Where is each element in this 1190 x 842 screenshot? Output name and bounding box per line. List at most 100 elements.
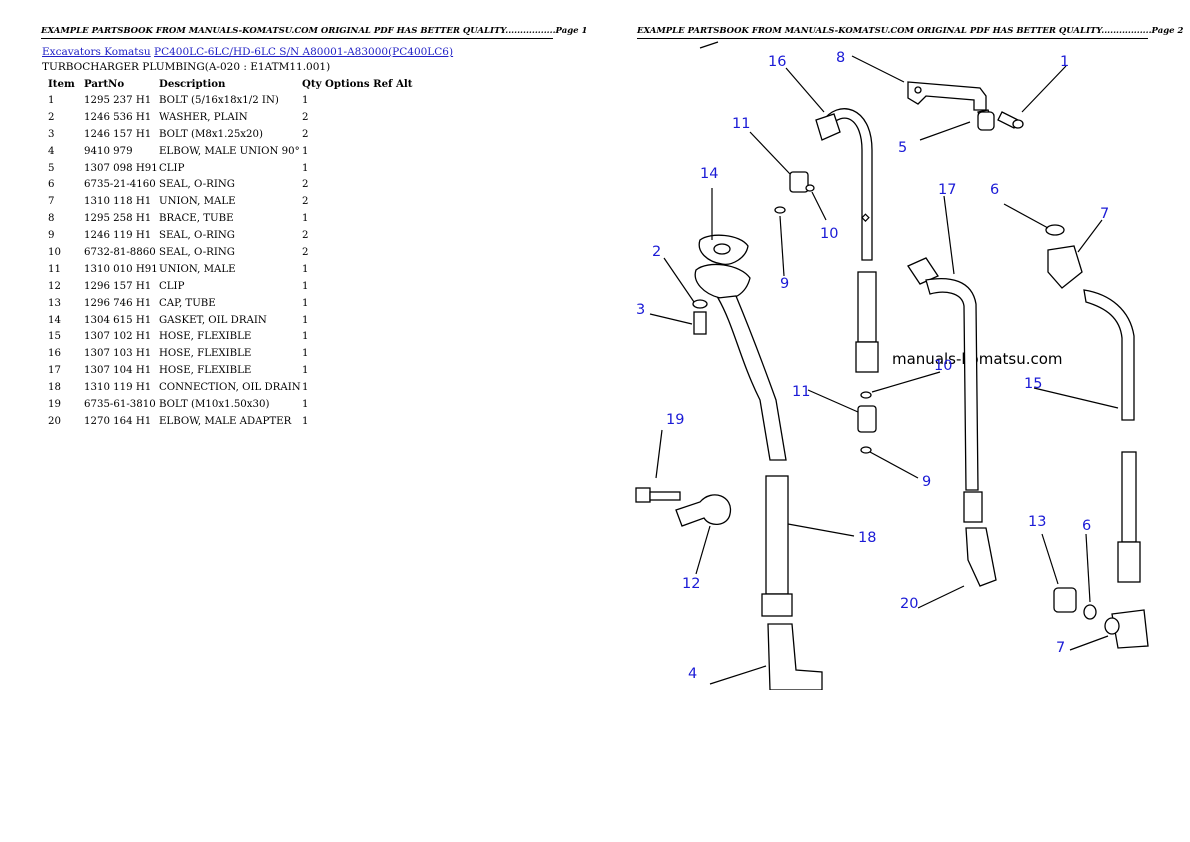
gasket-part-14 xyxy=(694,234,751,300)
cell-partno: 1307 098 H91 xyxy=(84,162,158,174)
callout-9-center: 9 xyxy=(922,474,931,490)
cell-partno: 1270 164 H1 xyxy=(84,415,152,427)
cell-partno: 1246 157 H1 xyxy=(84,128,152,140)
parts-diagram: manuals-komatsu.com ◆ xyxy=(635,41,1149,690)
breadcrumb-link-excavators[interactable]: Excavators Komatsu xyxy=(42,46,151,58)
cell-partno: 9410 979 xyxy=(84,145,133,157)
cell-item: 1 xyxy=(48,94,55,106)
cell-description: SEAL, O-RING xyxy=(159,179,235,191)
cell-qty: 1 xyxy=(302,297,309,309)
union-part-11-center xyxy=(857,391,877,454)
cell-description: GASKET, OIL DRAIN xyxy=(159,314,267,326)
callout-2: 2 xyxy=(652,244,661,260)
clip-part-5 xyxy=(977,111,995,131)
cell-partno: 1246 119 H1 xyxy=(84,230,152,242)
hose-part-15 xyxy=(1083,289,1141,583)
cell-partno: 6735-21-4160 xyxy=(84,179,156,191)
watermark-text: manuals-komatsu.com xyxy=(892,350,1063,368)
callout-10-center: 10 xyxy=(934,358,952,374)
callout-13: 13 xyxy=(1028,514,1046,530)
cell-qty: 2 xyxy=(302,111,309,123)
cell-qty: 1 xyxy=(302,382,309,394)
cell-item: 20 xyxy=(48,415,61,427)
cell-description: UNION, MALE xyxy=(159,196,236,208)
cell-qty: 1 xyxy=(302,162,309,174)
cell-description: ELBOW, MALE UNION 90° xyxy=(159,145,300,157)
callout-10-top: 10 xyxy=(820,226,838,242)
callout-7-top: 7 xyxy=(1100,206,1109,222)
callout-20: 20 xyxy=(900,596,918,612)
cap-tube-part-13 xyxy=(1053,587,1097,620)
cell-partno: 1304 615 H1 xyxy=(84,314,152,326)
cell-qty: 1 xyxy=(302,348,309,360)
cell-item: 5 xyxy=(48,162,55,174)
cell-qty: 1 xyxy=(302,145,309,157)
union-part-7-top xyxy=(1045,224,1083,289)
cell-qty: 1 xyxy=(302,415,309,427)
leader-lines xyxy=(649,55,1119,685)
callout-3: 3 xyxy=(636,302,645,318)
cell-qty: 2 xyxy=(302,246,309,258)
cell-item: 9 xyxy=(48,230,55,242)
bolt-part-3 xyxy=(693,311,707,335)
cell-description: BOLT (M10x1.50x30) xyxy=(159,398,270,410)
cell-qty: 1 xyxy=(302,94,309,106)
callout-7-bottom: 7 xyxy=(1056,640,1065,656)
cell-partno: 6735-61-3810 xyxy=(84,398,156,410)
svg-text:◆: ◆ xyxy=(862,213,869,223)
bolt-part-19 xyxy=(635,487,681,503)
cell-partno: 1295 258 H1 xyxy=(84,213,152,225)
cell-item: 3 xyxy=(48,128,55,140)
cell-qty: 1 xyxy=(302,331,309,343)
callout-18: 18 xyxy=(858,530,876,546)
callout-12: 12 xyxy=(682,576,700,592)
cell-qty: 1 xyxy=(302,213,309,225)
callout-11-top: 11 xyxy=(732,116,750,132)
oil-drain-connection-part-18 xyxy=(716,295,793,617)
cell-description: UNION, MALE xyxy=(159,263,236,275)
cell-item: 18 xyxy=(48,382,61,394)
cell-partno: 1310 119 H1 xyxy=(84,382,152,394)
cell-item: 10 xyxy=(48,246,61,258)
parts-table-header: Item PartNo Description Qty Options Ref … xyxy=(42,76,412,92)
cell-description: CONNECTION, OIL DRAIN xyxy=(159,382,301,394)
hose-part-17 xyxy=(907,257,983,523)
cell-item: 17 xyxy=(48,365,61,377)
hose-part-16: ◆ xyxy=(815,108,879,373)
callout-9-top: 9 xyxy=(780,276,789,292)
cell-partno: 1310 010 H91 xyxy=(84,263,158,275)
column-header-qty-options: Qty Options Ref Alt xyxy=(302,78,413,90)
cell-partno: 1296 746 H1 xyxy=(84,297,152,309)
cell-qty: 1 xyxy=(302,365,309,377)
cell-qty: 1 xyxy=(302,263,309,275)
cell-partno: 1296 157 H1 xyxy=(84,280,152,292)
breadcrumb-link-model[interactable]: PC400LC-6LC/HD-6LC S/N A80001-A83000(PC4… xyxy=(154,46,454,58)
cell-description: WASHER, PLAIN xyxy=(159,111,248,123)
column-header-partno: PartNo xyxy=(84,78,125,90)
cell-item: 15 xyxy=(48,331,61,343)
callout-14: 14 xyxy=(700,166,718,182)
cell-qty: 1 xyxy=(302,398,309,410)
cell-partno: 1310 118 H1 xyxy=(84,196,152,208)
elbow-adapter-part-20 xyxy=(965,527,997,587)
cell-description: CLIP xyxy=(159,280,185,292)
cell-qty: 1 xyxy=(302,280,309,292)
cell-description: CAP, TUBE xyxy=(159,297,216,309)
elbow-part-4 xyxy=(767,623,823,690)
cell-item: 2 xyxy=(48,111,55,123)
cell-partno: 1295 237 H1 xyxy=(84,94,152,106)
